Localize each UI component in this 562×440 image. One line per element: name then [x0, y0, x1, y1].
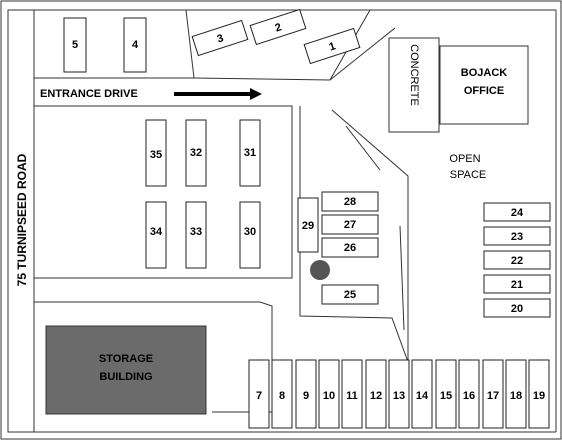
space-13: 13: [388, 359, 410, 429]
space-15: 15: [435, 359, 457, 429]
svg-text:1: 1: [328, 40, 338, 53]
open-space-line2: SPACE: [450, 169, 486, 181]
svg-text:12: 12: [370, 390, 382, 402]
concrete-label: CONCRETE: [408, 44, 420, 106]
svg-text:17: 17: [487, 390, 499, 402]
space-29: 29: [297, 197, 319, 253]
inner-island: [299, 106, 409, 363]
svg-text:34: 34: [150, 226, 163, 238]
space-4: 4: [123, 17, 147, 73]
svg-text:9: 9: [303, 390, 309, 402]
space-7: 7: [248, 359, 270, 429]
space-30: 30: [239, 201, 261, 269]
svg-text:27: 27: [344, 219, 356, 231]
space-11: 11: [341, 359, 363, 429]
svg-text:14: 14: [416, 390, 429, 402]
svg-text:18: 18: [510, 390, 522, 402]
space-27: 27: [321, 214, 379, 235]
storage-label-line2: BUILDING: [99, 371, 152, 383]
space-8: 8: [271, 359, 293, 429]
turnipseed-road: [7, 9, 35, 433]
space-17: 17: [482, 359, 504, 429]
svg-text:25: 25: [344, 289, 356, 301]
svg-text:23: 23: [511, 231, 523, 243]
space-1: 1: [303, 27, 361, 65]
space-12: 12: [365, 359, 387, 429]
svg-text:21: 21: [511, 279, 523, 291]
space-16: 16: [458, 359, 480, 429]
center-island: [34, 105, 293, 279]
office-label-line1: BOJACK: [461, 67, 508, 79]
space-14: 14: [411, 359, 433, 429]
top-island-edge: [34, 9, 195, 79]
svg-text:24: 24: [511, 207, 524, 219]
svg-text:35: 35: [150, 149, 162, 161]
svg-text:5: 5: [72, 39, 78, 51]
svg-text:20: 20: [511, 303, 523, 315]
storage-label-line1: STORAGE: [99, 353, 153, 365]
svg-text:19: 19: [533, 390, 545, 402]
space-35: 35: [145, 119, 167, 187]
svg-text:7: 7: [256, 390, 262, 402]
office-label-line2: OFFICE: [464, 85, 504, 97]
space-25: 25: [321, 284, 379, 305]
space-19: 19: [528, 359, 550, 429]
svg-text:15: 15: [440, 390, 452, 402]
svg-text:8: 8: [279, 390, 285, 402]
bojack-office: [439, 45, 529, 125]
space-9: 9: [295, 359, 317, 429]
svg-text:29: 29: [302, 220, 314, 232]
svg-text:28: 28: [344, 196, 356, 208]
space-28: 28: [321, 191, 379, 212]
entrance-arrow-head: [250, 88, 262, 100]
space-18: 18: [505, 359, 527, 429]
space-32: 32: [185, 119, 207, 187]
space-10: 10: [318, 359, 340, 429]
svg-text:31: 31: [244, 147, 256, 159]
svg-text:2: 2: [274, 21, 284, 34]
concrete-pad: [388, 37, 440, 133]
svg-text:33: 33: [190, 226, 202, 238]
svg-text:32: 32: [190, 147, 202, 159]
svg-text:11: 11: [346, 390, 358, 402]
circle-marker: [310, 260, 330, 280]
inner-divider: [345, 125, 381, 171]
space-3: 3: [191, 19, 249, 57]
space-20: 20: [483, 298, 551, 318]
space-31: 31: [239, 119, 261, 187]
entrance-drive-label: ENTRANCE DRIVE: [40, 88, 138, 100]
space-23: 23: [483, 226, 551, 246]
svg-text:13: 13: [393, 390, 405, 402]
space-24: 24: [483, 202, 551, 222]
svg-text:16: 16: [463, 390, 475, 402]
space-26: 26: [321, 237, 379, 258]
svg-text:30: 30: [244, 226, 256, 238]
space-2: 2: [249, 8, 307, 46]
storage-building: [45, 325, 207, 415]
space-5: 5: [63, 17, 87, 73]
space-34: 34: [145, 201, 167, 269]
svg-text:22: 22: [511, 255, 523, 267]
road-label: 75 TURNIPSEED ROAD: [15, 153, 29, 286]
inner-edge: [399, 225, 405, 331]
svg-text:4: 4: [132, 39, 139, 51]
concrete-edge: [329, 27, 396, 81]
space-21: 21: [483, 274, 551, 294]
space-33: 33: [185, 201, 207, 269]
space-22: 22: [483, 250, 551, 270]
svg-text:26: 26: [344, 242, 356, 254]
svg-text:3: 3: [216, 32, 226, 45]
svg-text:10: 10: [323, 390, 335, 402]
open-space-line1: OPEN: [449, 153, 480, 165]
